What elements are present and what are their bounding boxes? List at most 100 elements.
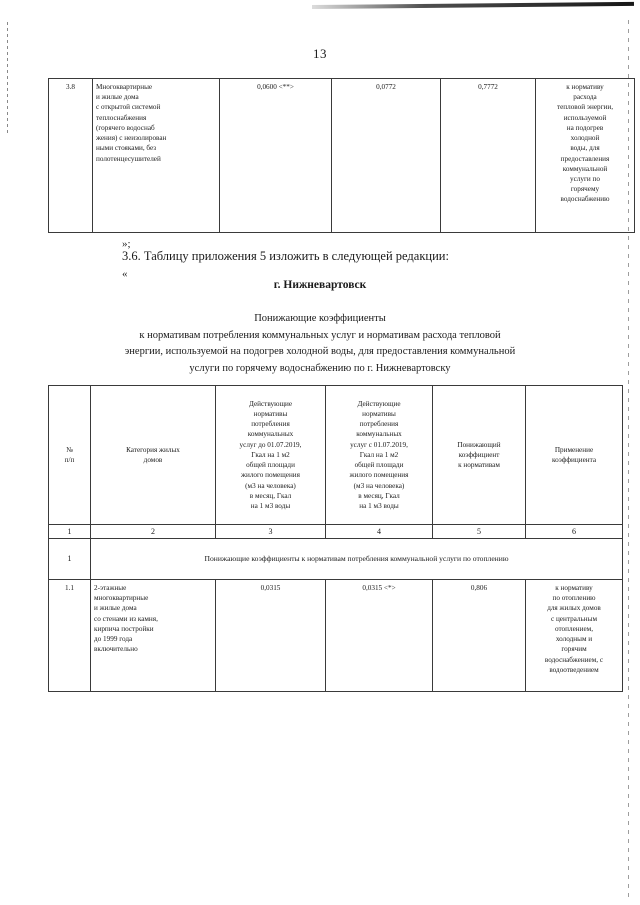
table-header-row: № п/п Категория жилых домов Действующие нор… <box>48 385 623 525</box>
text-line: нормативы <box>362 410 396 419</box>
text-line: для жилых домов <box>547 604 601 613</box>
text-line: Гкал на 1 м2 <box>359 450 399 459</box>
cell-coefficient: 0,806 <box>432 579 526 692</box>
text-line: 0,0315 <*> <box>362 584 396 592</box>
text-line: потребления <box>359 420 399 429</box>
header-row-number: № п/п <box>48 385 91 525</box>
appendix-title: Понижающие коэффициенты <box>254 313 386 324</box>
text-line: до 1999 года <box>94 635 133 644</box>
text-line: жилого помещения <box>241 471 300 480</box>
text-line: 1.1 <box>65 584 74 592</box>
colnum-1: 1 <box>48 524 91 539</box>
text-line: 2-этажные <box>94 584 127 592</box>
colnum-6: 6 <box>525 524 623 539</box>
colnum-3: 3 <box>215 524 326 539</box>
cell-norm-before: 0,0315 <box>215 579 326 692</box>
text-line: № <box>66 445 73 454</box>
text-line: потребления <box>251 420 290 429</box>
text-line: кирпича постройки <box>94 624 154 633</box>
text-line: общей площади <box>354 461 404 470</box>
text-line: к нормативу <box>555 584 593 592</box>
text-line: водоснабжением, с <box>544 655 604 664</box>
text-line: Действующие <box>248 399 293 408</box>
text-line: коммунальных <box>356 430 402 439</box>
appendix-subtitle: к нормативам потребления коммунальных ус… <box>55 328 585 377</box>
cell-norm-after: 0,0315 <*> <box>325 579 433 692</box>
text-line: многоквартирные <box>94 594 149 603</box>
text-line: холодным и <box>555 635 593 644</box>
scan-artifact-top-edge <box>311 1 635 9</box>
scan-artifact-left-edge <box>7 22 8 134</box>
colnum-4: 4 <box>325 524 433 539</box>
subtitle-line: к нормативам потребления коммунальных ус… <box>139 330 501 341</box>
text-line: водоотведением <box>549 665 599 674</box>
text-line: Категория жилых <box>126 445 180 454</box>
text-line: на 1 м3 воды <box>250 501 291 510</box>
text-line: 0,0600 <**> <box>257 83 294 91</box>
text-line: горячим <box>561 645 587 654</box>
page-number: 13 <box>313 46 327 61</box>
text-line: коэффициент <box>458 450 500 459</box>
city-heading: г. Нижневартовск <box>273 279 367 291</box>
appendix-5-table: № п/п Категория жилых домов Действующие нор… <box>48 385 623 692</box>
text-line: и жилые дома <box>96 93 139 102</box>
section-heading-row: 1 Понижающие коэффициенты к нормативам п… <box>48 538 623 580</box>
text-line: к нормативу <box>566 83 604 91</box>
text-line: коэффициента <box>551 456 597 464</box>
text-line: 0,0772 <box>376 83 396 91</box>
text-line: расхода <box>573 93 597 102</box>
text-line: жения) с неизолирован <box>96 134 167 143</box>
text-line: используемой <box>563 113 607 122</box>
text-line: нормативы <box>253 410 288 419</box>
opening-quote-mark: « <box>122 268 128 280</box>
text-line: Многоквартирные <box>96 83 153 91</box>
text-line: общей площади <box>246 461 295 470</box>
text-line: (м3 на человека) <box>245 481 296 490</box>
text-line: с открытой системой <box>96 103 161 112</box>
text-line: ными стояками, без <box>96 144 157 153</box>
text-line: горячему <box>570 185 600 194</box>
colnum-5: 5 <box>432 524 526 539</box>
text-line: полотенцесушителей <box>96 154 161 163</box>
column-number-row: 1 2 3 4 5 6 <box>48 524 623 539</box>
text-line: теплоснабжения <box>96 113 147 122</box>
text-line: услуг до 01.07.2019, <box>239 440 302 449</box>
subtitle-line: услуги по горячему водоснабжению по г. Н… <box>189 362 451 374</box>
text-line: отоплением, <box>555 624 593 633</box>
text-line: по отоплению <box>552 594 596 603</box>
text-line: услуги по <box>570 174 600 183</box>
text-line: предоставления <box>560 154 610 163</box>
text-line: Гкал на 1 м2 <box>251 450 290 459</box>
text-line: услуг с 01.07.2019, <box>350 440 408 449</box>
text-line: п/п <box>64 456 75 464</box>
text-line: 0,0315 <box>260 584 281 592</box>
cell-row-number: 1.1 <box>48 579 91 692</box>
text-line: 3.8 <box>66 83 75 91</box>
text-line: (м3 на человека) <box>353 481 405 490</box>
header-category: Категория жилых домов <box>90 385 216 525</box>
section-title: Понижающие коэффициенты к нормативам пот… <box>90 538 623 580</box>
cell-row-number: 3.8 <box>48 78 93 233</box>
text-line: 0,806 <box>470 584 488 592</box>
text-line: домов <box>143 456 163 464</box>
text-line: на 1 м3 воды <box>359 501 399 510</box>
text-line: Действующие <box>357 399 401 408</box>
text-line: водоснабжению <box>560 195 610 204</box>
text-line: холодной <box>570 134 600 143</box>
cell-norm-before: 0,0600 <**> <box>219 78 332 233</box>
cell-coefficient: 0,7772 <box>440 78 536 233</box>
text-line: Понижающий <box>457 440 501 449</box>
clause-3-6-text: 3.6. Таблицу приложения 5 изложить в сле… <box>122 249 449 263</box>
text-line: и жилые дома <box>94 604 137 613</box>
